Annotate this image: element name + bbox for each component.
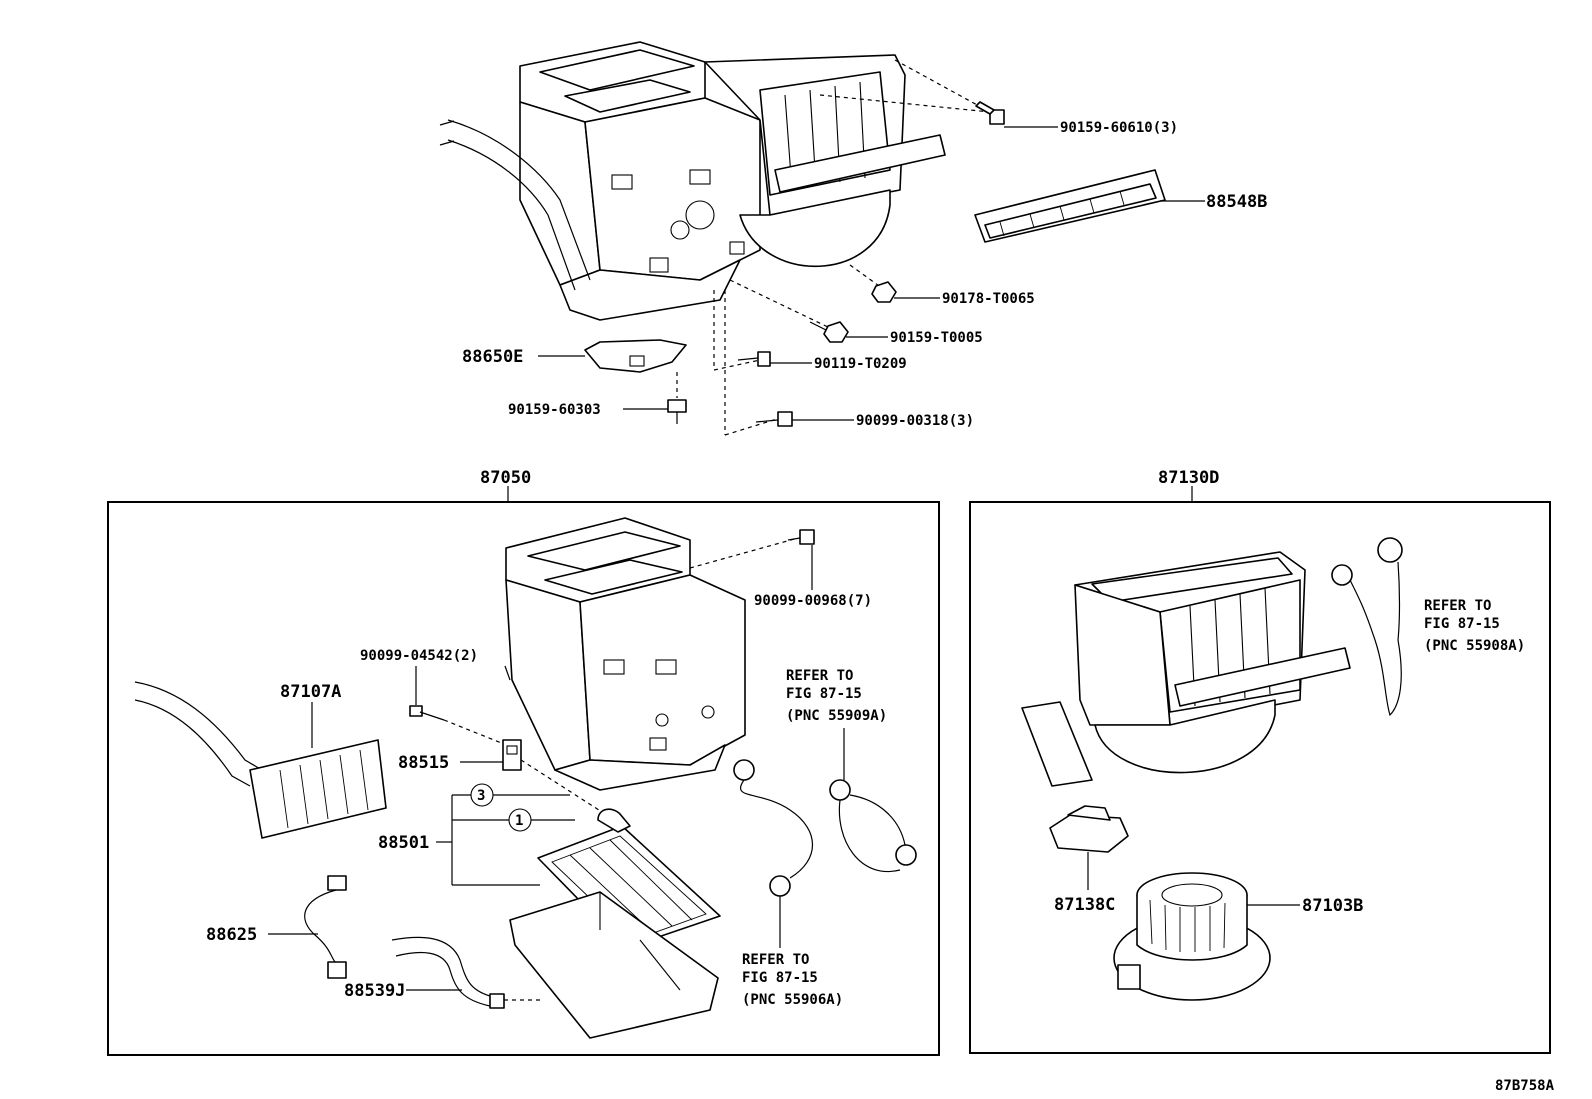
- refer-55909A-line1: REFER TO: [786, 668, 853, 684]
- heater-core-87107A-icon: [134, 681, 387, 839]
- heater-case-87050: [505, 517, 746, 791]
- label-90178-T0065: 90178-T0065: [942, 291, 1035, 307]
- nut-90178-T0065-icon: [871, 281, 897, 303]
- label-90099-04542: 90099-04542(2): [360, 648, 478, 664]
- label-87103B: 87103B: [1302, 896, 1363, 916]
- air-filter-88548B-icon: [974, 169, 1166, 243]
- bolt-90159-T0005-icon: [809, 321, 849, 343]
- label-88501: 88501: [378, 833, 429, 853]
- refer-55906A-line2: FIG 87-15: [742, 970, 818, 986]
- sensor-88625-icon: [304, 875, 347, 979]
- screw-90159-60610-icon: [975, 101, 1005, 125]
- harness-55908A-icon: [1331, 537, 1403, 717]
- label-88650E: 88650E: [462, 347, 523, 367]
- label-87138C: 87138C: [1054, 895, 1115, 915]
- harness-55909A-icon: [829, 779, 917, 873]
- callout-3-text: 3: [477, 788, 485, 804]
- top-fasteners: [538, 59, 1205, 436]
- screw-90119-T0209-icon: [737, 351, 771, 367]
- label-88625: 88625: [206, 925, 257, 945]
- label-90099-00318: 90099-00318(3): [856, 413, 974, 429]
- screw-90159-60303-icon: [667, 399, 687, 424]
- diagram-id: 87B758A: [1495, 1078, 1555, 1094]
- group-label-87130D: 87130D: [1158, 468, 1219, 488]
- refer-55909A-line2: FIG 87-15: [786, 686, 862, 702]
- label-88548B: 88548B: [1206, 192, 1267, 212]
- group-box-87130D: [969, 501, 1551, 1054]
- refer-55908A-line3: (PNC 55908A): [1424, 638, 1525, 654]
- screw-90099-00318-icon: [755, 411, 793, 427]
- refer-55909A-line3: (PNC 55909A): [786, 708, 887, 724]
- bolt-90099-04542-icon: [409, 705, 445, 721]
- screw-90099-00968-icon: [787, 529, 815, 545]
- group-box-87050: [107, 501, 940, 1056]
- blower-case-87130D: [1021, 551, 1351, 787]
- label-90119-T0209: 90119-T0209: [814, 356, 907, 372]
- refer-55906A-line3: (PNC 55906A): [742, 992, 843, 1008]
- drain-hose-88539J-icon: [391, 936, 505, 1009]
- refer-55908A-line2: FIG 87-15: [1424, 616, 1500, 632]
- harness-55906A-icon: [733, 759, 813, 897]
- blower-motor-87103B-icon: [1113, 872, 1271, 1001]
- blower-resistor-87138C-icon: [1049, 805, 1129, 853]
- group-label-87050: 87050: [480, 468, 531, 488]
- bracket-88650E-icon: [584, 339, 687, 373]
- label-87107A: 87107A: [280, 682, 341, 702]
- label-88515: 88515: [398, 753, 449, 773]
- refer-55906A-line1: REFER TO: [742, 952, 809, 968]
- expansion-valve-88515-icon: [502, 739, 522, 771]
- label-88539J: 88539J: [344, 981, 405, 1001]
- label-90159-60303: 90159-60303: [508, 402, 601, 418]
- hvac-assembly-top: [439, 41, 946, 321]
- label-90099-00968: 90099-00968(7): [754, 593, 872, 609]
- refer-55908A-line1: REFER TO: [1424, 598, 1491, 614]
- label-90159-60610: 90159-60610(3): [1060, 120, 1178, 136]
- lower-case-icon: [509, 891, 719, 1039]
- callout-1-text: 1: [515, 813, 523, 829]
- label-90159-T0005: 90159-T0005: [890, 330, 983, 346]
